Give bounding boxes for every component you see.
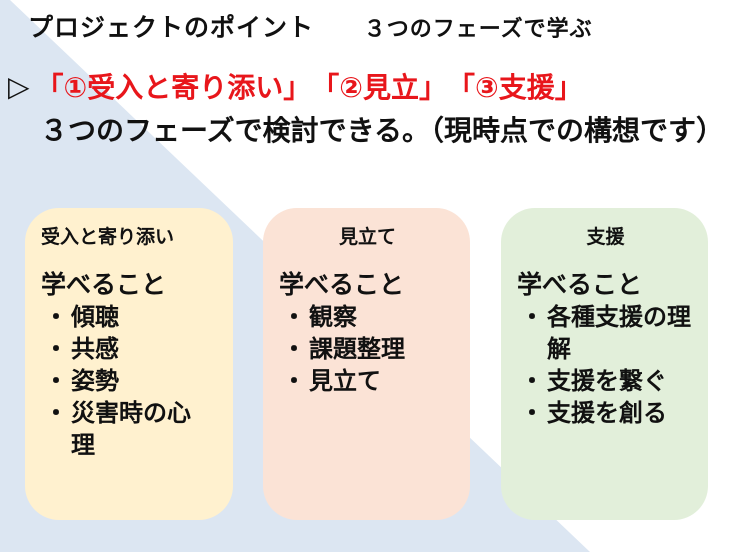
bullet-dot-icon: ・ — [44, 367, 68, 395]
list-item: ・観察 — [279, 301, 456, 333]
list-item: ・支援を繋ぐ — [517, 365, 694, 397]
list-item: ・姿勢 — [41, 365, 219, 397]
card-learn-label: 学べること — [41, 270, 167, 299]
bullet-dot-icon: ・ — [44, 303, 68, 331]
card-title: 見立て — [338, 226, 396, 248]
card-learn-label: 学べること — [279, 270, 405, 299]
bullet-dot-icon: ・ — [282, 367, 306, 395]
card-title: 受入と寄り添い — [41, 226, 175, 248]
bullet-dot-icon: ・ — [520, 399, 544, 427]
card-acceptance: 受入と寄り添い 学べること ・傾聴 ・共感 ・姿勢 ・災害時の心理 — [25, 208, 233, 520]
title-main: プロジェクトのポイント — [28, 13, 315, 42]
bullet-dot-icon: ・ — [44, 399, 68, 427]
bullet-dot-icon: ・ — [520, 367, 544, 395]
bullet-dot-icon: ・ — [44, 335, 68, 363]
phase-1-label: 「①受入と寄り添い」 — [35, 71, 312, 104]
card-learn-label: 学べること — [517, 270, 643, 299]
list-item: ・各種支援の理解 — [517, 301, 694, 365]
card-support: 支援 学べること ・各種支援の理解 ・支援を繋ぐ ・支援を創る — [501, 208, 708, 520]
list-item: ・支援を創る — [517, 397, 694, 429]
slide-title: プロジェクトのポイント ３つのフェーズで学ぶ — [28, 8, 593, 44]
card-item-list: ・各種支援の理解 ・支援を繋ぐ ・支援を創る — [517, 301, 694, 429]
list-item: ・災害時の心理 — [41, 397, 219, 461]
card-item-list: ・観察 ・課題整理 ・見立て — [279, 301, 456, 397]
bullet-dot-icon: ・ — [282, 335, 306, 363]
list-item: ・見立て — [279, 365, 456, 397]
list-item: ・共感 — [41, 333, 219, 365]
phase-bullet: ▷ 「①受入と寄り添い」 「②見立」 「③支援」 — [8, 66, 583, 106]
card-assessment: 見立て 学べること ・観察 ・課題整理 ・見立て — [263, 208, 470, 520]
phase-2-label: 「②見立」 — [311, 71, 447, 104]
list-item: ・傾聴 — [41, 301, 219, 333]
list-item: ・課題整理 — [279, 333, 456, 365]
card-title: 支援 — [586, 226, 625, 248]
phase-description: ３つのフェーズで検討できる。（現時点での構想です） — [40, 114, 725, 147]
triangle-bullet-icon: ▷ — [8, 69, 30, 103]
bullet-dot-icon: ・ — [282, 303, 306, 331]
bullet-dot-icon: ・ — [520, 303, 544, 331]
title-subtitle: ３つのフェーズで学ぶ — [363, 17, 593, 42]
phase-3-label: 「③支援」 — [446, 71, 583, 104]
card-item-list: ・傾聴 ・共感 ・姿勢 ・災害時の心理 — [41, 301, 219, 461]
